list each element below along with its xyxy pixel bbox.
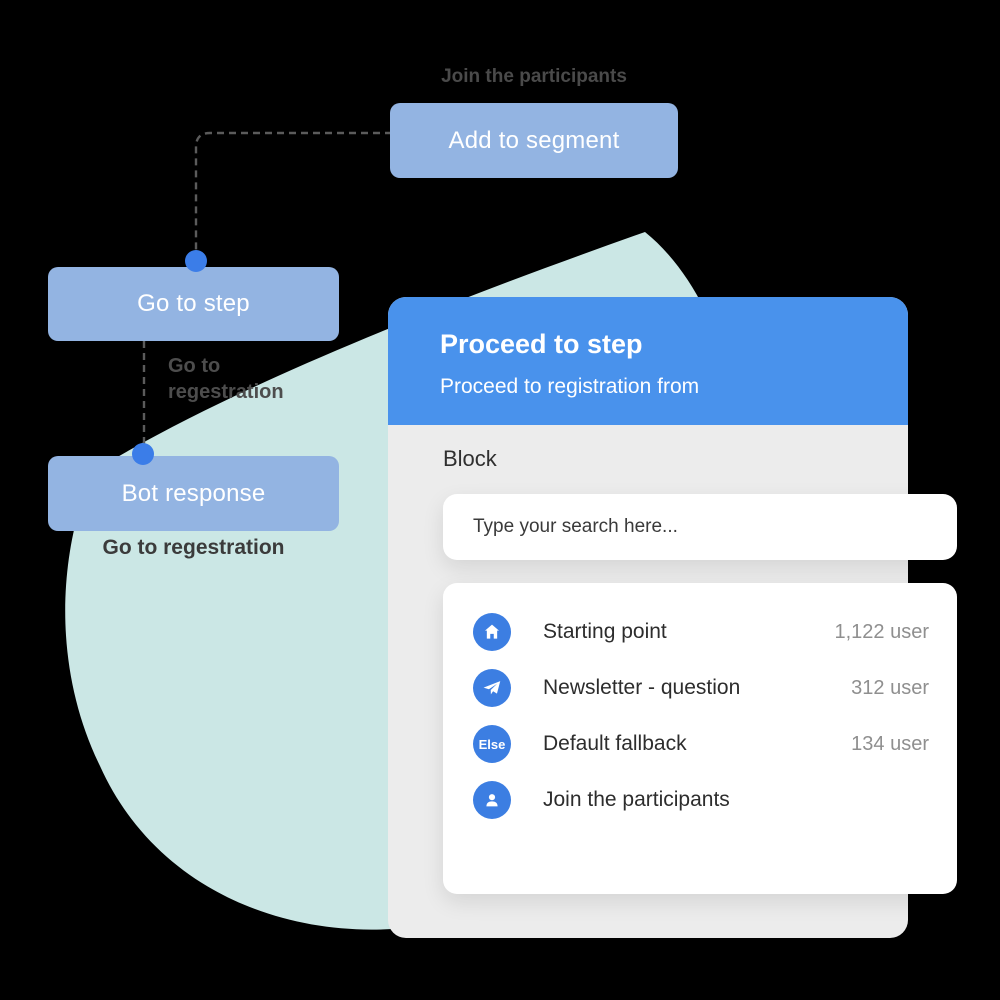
edge-caption-line2: regestration [168,381,284,403]
home-icon [473,613,511,651]
flow-caption-go-to-regestration-edge: Go to regestration [168,353,284,405]
list-item-label: Default fallback [543,732,687,755]
flow-node-go-to-step[interactable]: Go to step [48,267,339,341]
list-item-label: Starting point [543,620,667,643]
list-item-join-the-participants[interactable]: Join the participants [473,772,929,828]
list-item-count: 134 user [851,732,929,755]
list-item-label: Newsletter - question [543,676,741,699]
list-item-starting-point[interactable]: Starting point 1,122 user [473,604,929,660]
search-input[interactable] [443,494,957,560]
connector-dot-go-to-step[interactable] [185,250,207,272]
list-item-count: 312 user [851,676,929,699]
edge-caption-line1: Go to [168,355,221,377]
dashed-connector-add-to-go [194,131,392,250]
flow-node-add-to-segment[interactable]: Add to segment [390,103,678,178]
list-item-label: Join the participants [543,788,730,811]
list-item-newsletter-question[interactable]: Newsletter - question 312 user [473,660,929,716]
modal-header: Proceed to step Proceed to registration … [388,297,908,425]
else-badge-icon: Else [473,725,511,763]
modal-title: Proceed to step [440,329,643,359]
flow-caption-join-participants: Join the participants [441,66,627,87]
search-card [443,494,957,560]
flow-caption-go-to-regestration-bottom: Go to regestration [102,536,285,559]
block-section-label: Block [443,446,497,471]
flow-node-bot-response[interactable]: Bot response [48,456,339,531]
list-item-default-fallback[interactable]: Else Default fallback 134 user [473,716,929,772]
else-badge-text: Else [478,736,506,752]
modal-subtitle: Proceed to registration from [440,375,700,398]
block-list-card: Starting point 1,122 user Newsletter - q… [443,583,957,894]
connector-dot-bot-response[interactable] [132,443,154,465]
telegram-icon [473,669,511,707]
list-item-count: 1,122 user [834,620,929,643]
person-icon [473,781,511,819]
